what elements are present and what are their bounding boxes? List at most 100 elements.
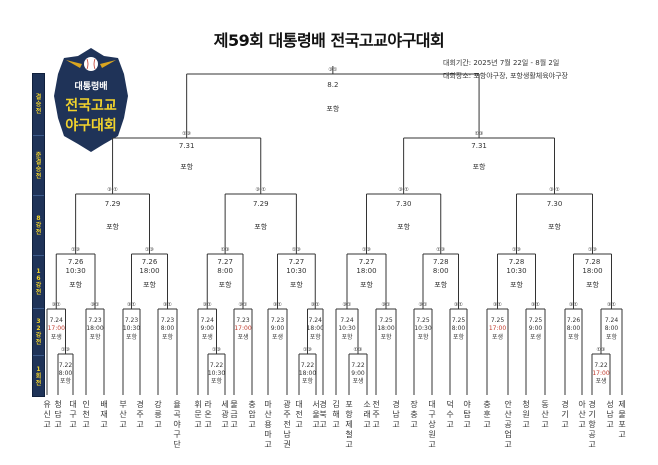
tournament-logo: 대통령배 전국고교 야구대회 <box>54 48 128 152</box>
match-time: 8:00 <box>161 325 175 332</box>
team-name: 강릉고 <box>154 400 162 429</box>
match-time: 17:00 <box>48 325 65 332</box>
match-venue: 포생 <box>595 377 606 385</box>
match-venue: 포항 <box>326 104 339 113</box>
match-date: 7.23 <box>125 317 139 324</box>
match-time: 8:00 <box>433 267 449 275</box>
match-date: 7.24 <box>309 317 323 324</box>
match-date: 7.28 <box>509 258 525 266</box>
round-final: 결승전 <box>33 74 44 136</box>
team-name: 대구상원고 <box>428 400 436 449</box>
team-name: 안산공업고 <box>504 400 512 449</box>
match-venue: 포항 <box>586 280 599 289</box>
match-time: 10:30 <box>414 325 431 332</box>
match-time: 10:30 <box>123 325 140 332</box>
round-quarterfinal: 8강전 <box>33 196 44 256</box>
laurel-icon <box>66 60 116 68</box>
team-name: 청원고 <box>522 400 530 429</box>
match-date: 8.2 <box>327 81 338 89</box>
match-date: 7.30 <box>547 200 563 208</box>
match-date: 7.23 <box>236 317 250 324</box>
match-venue: 포항 <box>126 333 138 341</box>
team-name: 제물포고 <box>618 400 626 439</box>
round-label: 32강전 <box>35 318 42 346</box>
match-venue: 포생 <box>51 333 62 341</box>
team-name: 유신고 <box>43 400 51 429</box>
match-venue: 포항 <box>219 280 232 289</box>
team-name: 경기항공고 <box>588 400 596 449</box>
match-venue: 포항 <box>180 162 193 171</box>
match-venue: 포항 <box>548 222 561 231</box>
round-label: 16강전 <box>35 268 42 296</box>
tournament-period: 대회기간: 2025년 7월 22일 - 8월 2일 <box>443 59 560 67</box>
match-time: 18:00 <box>307 325 324 332</box>
match-venue: 포항 <box>417 333 429 341</box>
match-time: 9:00 <box>351 370 365 377</box>
match-date: 7.26 <box>142 258 158 266</box>
team-name: 율곡야구단 <box>173 400 181 449</box>
match-venue: 포생 <box>272 333 283 341</box>
team-name: 마산용마고 <box>264 400 272 449</box>
team-name: 세광고 <box>221 400 229 429</box>
match-time: 18:00 <box>299 370 316 377</box>
match-venue: 포항 <box>69 280 82 289</box>
match-time: 8:00 <box>452 325 466 332</box>
team-name: 포항제철고 <box>345 400 353 449</box>
match-time: 17:00 <box>592 370 609 377</box>
match-date: 7.26 <box>68 258 84 266</box>
match-time: 9:00 <box>271 325 285 332</box>
team-name: 소래고 <box>363 400 371 429</box>
match-time: 10:30 <box>66 267 86 275</box>
team-name: 대전고 <box>295 400 303 429</box>
match-date: 7.22 <box>301 362 315 369</box>
round-semifinal: 준결승전 <box>33 136 44 196</box>
match-venue: 포항 <box>60 377 72 385</box>
match-time: 17:00 <box>489 325 506 332</box>
match-date: 7.27 <box>359 258 375 266</box>
team-name: 충암고 <box>248 400 256 429</box>
match-time: 10:30 <box>506 267 526 275</box>
team-name: 광주전남권 <box>283 400 291 449</box>
match-date: 7.31 <box>179 142 195 150</box>
match-date: 7.31 <box>471 142 487 150</box>
match-date: 7.26 <box>567 317 581 324</box>
team-name: 성남고 <box>606 400 614 429</box>
round-labels: 결승전 준결승전 8강전 16강전 32강전 1회전 <box>32 73 45 397</box>
match-venue: 포항 <box>473 162 486 171</box>
match-venue: 포생 <box>530 333 541 341</box>
team-name: 아산고 <box>578 400 586 429</box>
logo-line2: 전국고교 <box>65 97 117 114</box>
match-time: 18:00 <box>356 267 376 275</box>
match-time: 10:30 <box>286 267 306 275</box>
team-name: 경남고 <box>392 400 400 429</box>
team-name: 야탑고 <box>463 400 471 429</box>
match-venue: 포항 <box>89 333 101 341</box>
match-time: 8:00 <box>605 325 619 332</box>
match-date: 7.28 <box>585 258 601 266</box>
match-date: 7.29 <box>105 200 121 208</box>
match-venue: 포항 <box>106 222 119 231</box>
match-date: 7.29 <box>253 200 269 208</box>
match-date: 7.22 <box>59 362 73 369</box>
team-name: 휘문고 <box>194 400 202 429</box>
match-venue: 포생 <box>237 333 248 341</box>
match-date: 7.25 <box>452 317 466 324</box>
match-venue: 포항 <box>254 222 267 231</box>
match-venue: 포항 <box>568 333 580 341</box>
team-name: 배재고 <box>100 400 108 429</box>
match-venue: 포생 <box>202 333 213 341</box>
round-label: 1회전 <box>35 365 42 387</box>
match-venue: 포항 <box>380 333 392 341</box>
match-date: 7.27 <box>289 258 305 266</box>
team-name: 동산고 <box>541 400 549 429</box>
team-name: 인천고 <box>82 400 90 429</box>
match-date: 7.24 <box>340 317 354 324</box>
team-name: 청담고 <box>54 400 62 429</box>
team-name: 부산고 <box>119 400 127 429</box>
round-label: 결승전 <box>35 94 42 115</box>
match-time: 18:00 <box>86 325 103 332</box>
match-time: 17:00 <box>234 325 251 332</box>
team-name: 라온고 <box>204 400 212 429</box>
